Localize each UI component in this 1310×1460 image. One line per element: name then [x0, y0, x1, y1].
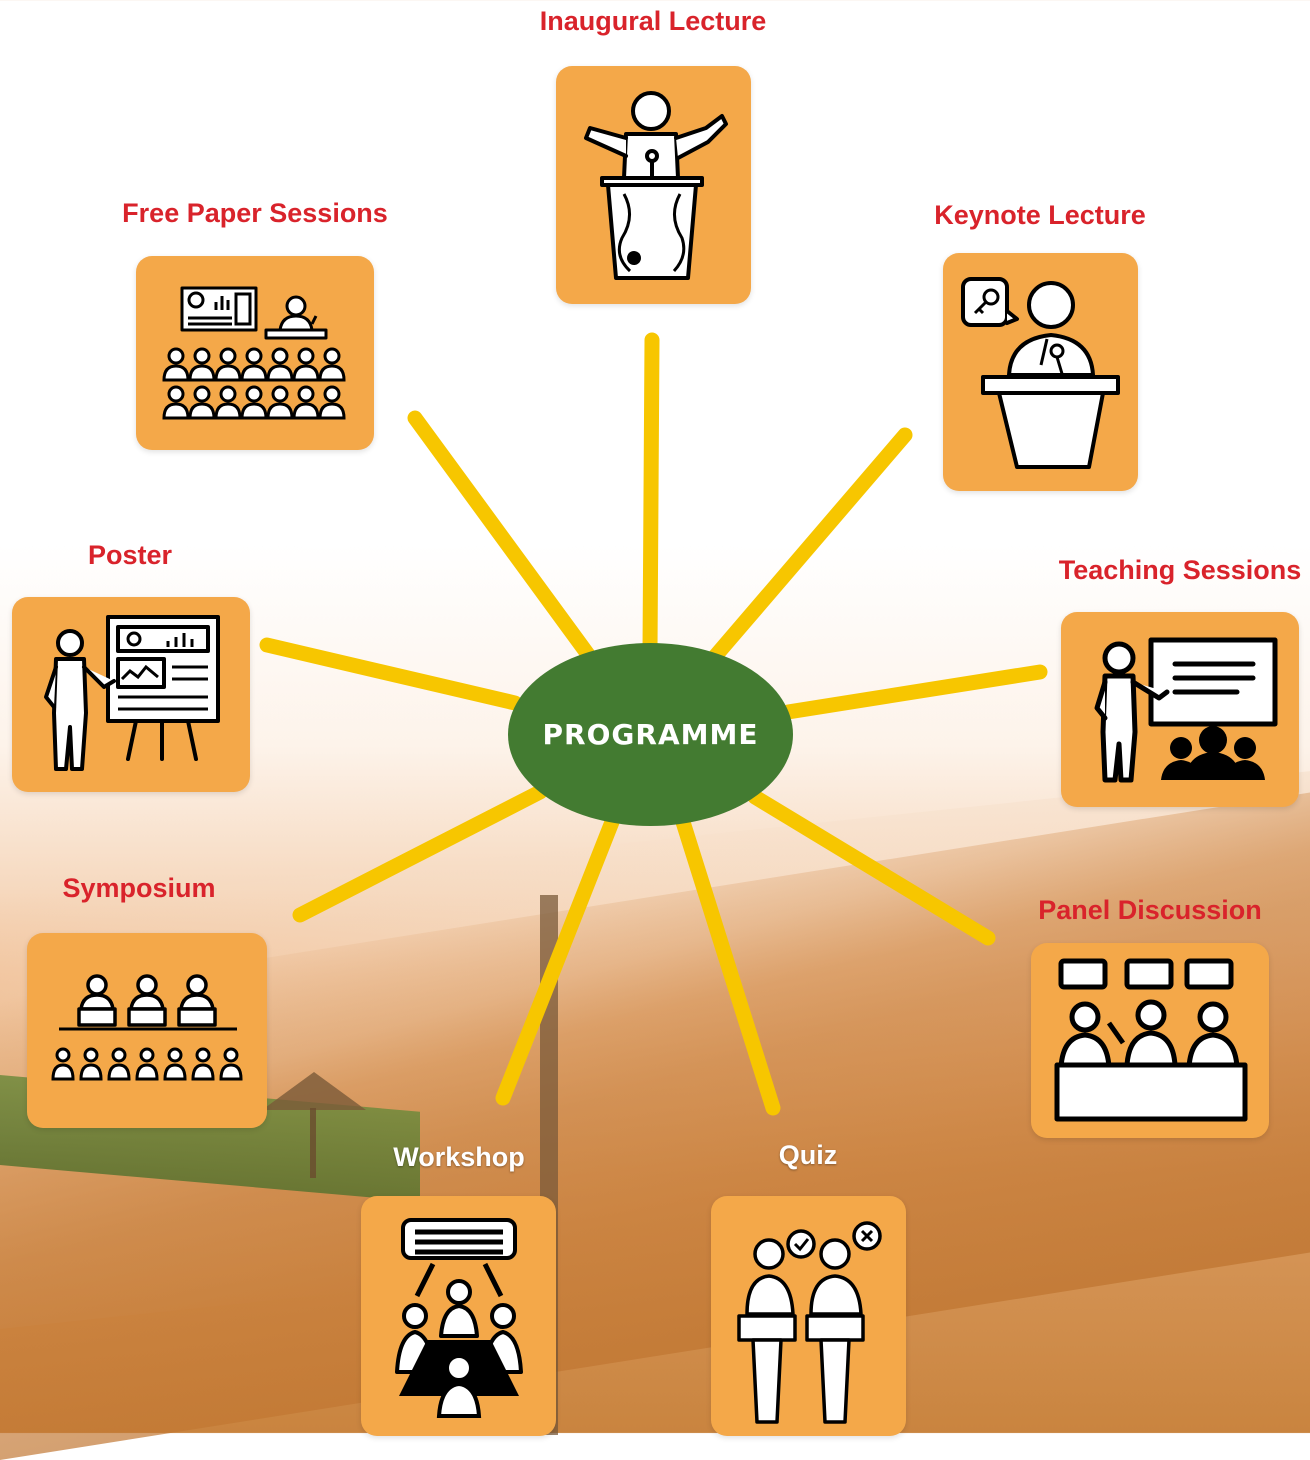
symposium-icon — [51, 974, 243, 1081]
programme-title: PROGRAMME — [542, 718, 759, 751]
card-free-paper-sessions[interactable] — [136, 256, 374, 450]
label-keynote-lecture: Keynote Lecture — [934, 200, 1146, 230]
ray-quiz — [675, 814, 781, 1116]
ray-free-paper — [407, 410, 600, 668]
card-poster[interactable] — [12, 597, 250, 792]
card-quiz[interactable] — [711, 1196, 906, 1436]
panel-discussion-icon — [1054, 958, 1248, 1122]
keynote-speaker-icon — [961, 277, 1120, 469]
card-teaching-sessions[interactable] — [1061, 612, 1299, 807]
label-quiz: Quiz — [778, 1140, 838, 1170]
ray-keynote — [704, 427, 913, 668]
podium-speaker-icon — [584, 91, 728, 280]
label-poster: Poster — [87, 540, 173, 570]
card-workshop[interactable] — [361, 1196, 556, 1436]
quiz-icon — [737, 1221, 882, 1424]
label-inaugural-lecture: Inaugural Lecture — [539, 6, 767, 36]
ray-poster — [259, 637, 523, 711]
card-panel-discussion[interactable] — [1031, 943, 1269, 1138]
poster-presentation-icon — [44, 615, 220, 771]
ray-panel — [747, 789, 996, 946]
ray-workshop — [495, 814, 620, 1106]
ray-symposium — [292, 784, 548, 923]
paper-presentation-icon — [162, 286, 346, 420]
label-free-paper-sessions: Free Paper Sessions — [122, 198, 388, 228]
label-panel-discussion: Panel Discussion — [1038, 895, 1262, 925]
programme-hub: PROGRAMME — [508, 643, 793, 826]
ray-inaugural — [642, 332, 660, 658]
card-symposium[interactable] — [27, 933, 267, 1128]
label-workshop: Workshop — [393, 1142, 525, 1172]
background-hut-post — [310, 1108, 316, 1178]
label-teaching-sessions: Teaching Sessions — [1058, 555, 1302, 585]
label-symposium: Symposium — [62, 873, 216, 903]
card-inaugural-lecture[interactable] — [556, 66, 751, 304]
background-hut — [262, 1072, 366, 1110]
workshop-icon — [395, 1218, 523, 1418]
ray-teaching — [780, 664, 1048, 720]
card-keynote-lecture[interactable] — [943, 253, 1138, 491]
teaching-icon — [1094, 637, 1278, 783]
